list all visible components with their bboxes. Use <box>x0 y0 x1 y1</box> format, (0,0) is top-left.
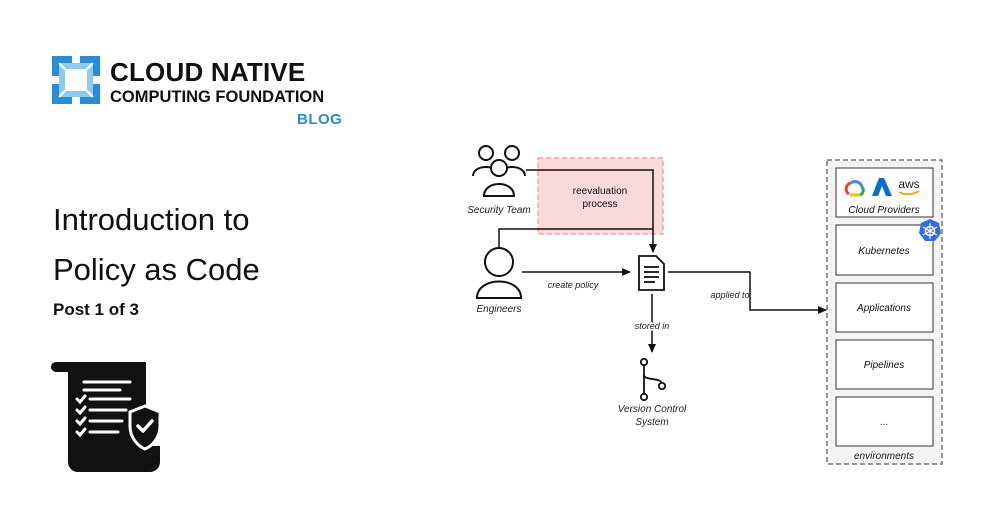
azure-icon <box>872 178 892 196</box>
stored-in-label: stored in <box>635 321 670 331</box>
vcs-label-line1: Version Control <box>618 404 687 415</box>
policy-as-code-diagram: reevaluation process Security Team Engin… <box>467 145 943 465</box>
env-label-applications: Applications <box>856 303 911 314</box>
brand-name-line1: CLOUD NATIVE <box>110 57 306 87</box>
env-label-pipelines: Pipelines <box>864 360 905 371</box>
policy-document-icon <box>638 255 665 291</box>
page-title-line1: Introduction to <box>53 202 250 237</box>
env-label-kubernetes: Kubernetes <box>858 246 909 257</box>
env-box-pipelines <box>835 339 934 390</box>
applied-to-label: applied to <box>710 290 749 300</box>
google-cloud-icon <box>844 180 865 197</box>
policy-scroll-checklist-shield-icon <box>51 362 162 472</box>
env-label-cloud-providers: Cloud Providers <box>848 205 919 216</box>
version-control-icon <box>639 357 667 402</box>
page-title-line2: Policy as Code <box>53 252 260 287</box>
env-box-kubernetes <box>835 224 934 276</box>
cncf-logo-icon <box>52 56 100 104</box>
create-policy-label: create policy <box>548 280 599 290</box>
post-counter: Post 1 of 3 <box>53 300 139 319</box>
vcs-label-line2: System <box>635 417 668 428</box>
security-team-icon <box>472 145 526 197</box>
reevaluation-label-line1: reevaluation <box>573 186 627 197</box>
brand-blog-label: BLOG <box>297 111 343 128</box>
reevaluation-label-line2: process <box>582 199 617 210</box>
environments-label: environments <box>854 451 914 462</box>
kubernetes-icon <box>919 219 941 241</box>
brand-name-line2: COMPUTING FOUNDATION <box>110 88 325 106</box>
aws-icon: aws <box>898 177 919 191</box>
engineers-label: Engineers <box>476 304 521 315</box>
security-team-label: Security Team <box>467 205 531 216</box>
env-label-more: ... <box>880 417 888 428</box>
env-box-more <box>835 396 934 447</box>
env-box-applications <box>835 282 934 333</box>
engineers-icon <box>475 247 523 299</box>
